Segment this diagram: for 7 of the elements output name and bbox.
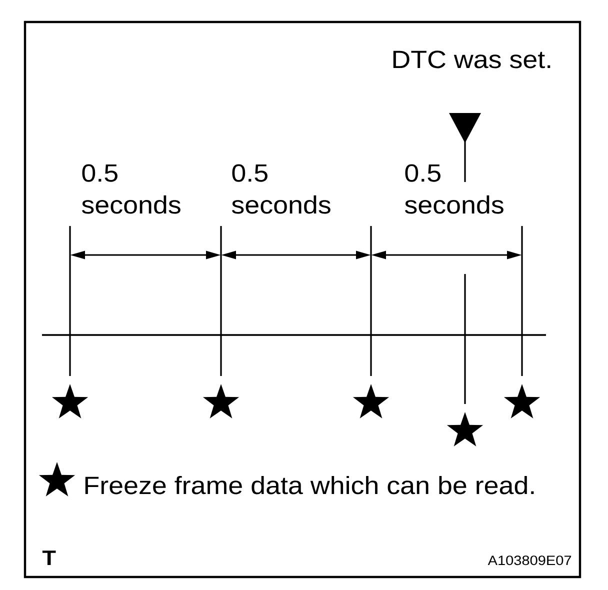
corner-letter: T xyxy=(42,550,56,565)
dimension-label: 0.5 seconds xyxy=(404,164,504,214)
figure-code: A103809E07 xyxy=(488,556,572,566)
dimension-label: 0.5 seconds xyxy=(82,164,180,214)
dimension-label: 0.5 seconds xyxy=(232,164,330,214)
legend-text: Freeze frame data which can be read. xyxy=(85,476,534,494)
event-label: DTC was set. xyxy=(393,50,550,68)
